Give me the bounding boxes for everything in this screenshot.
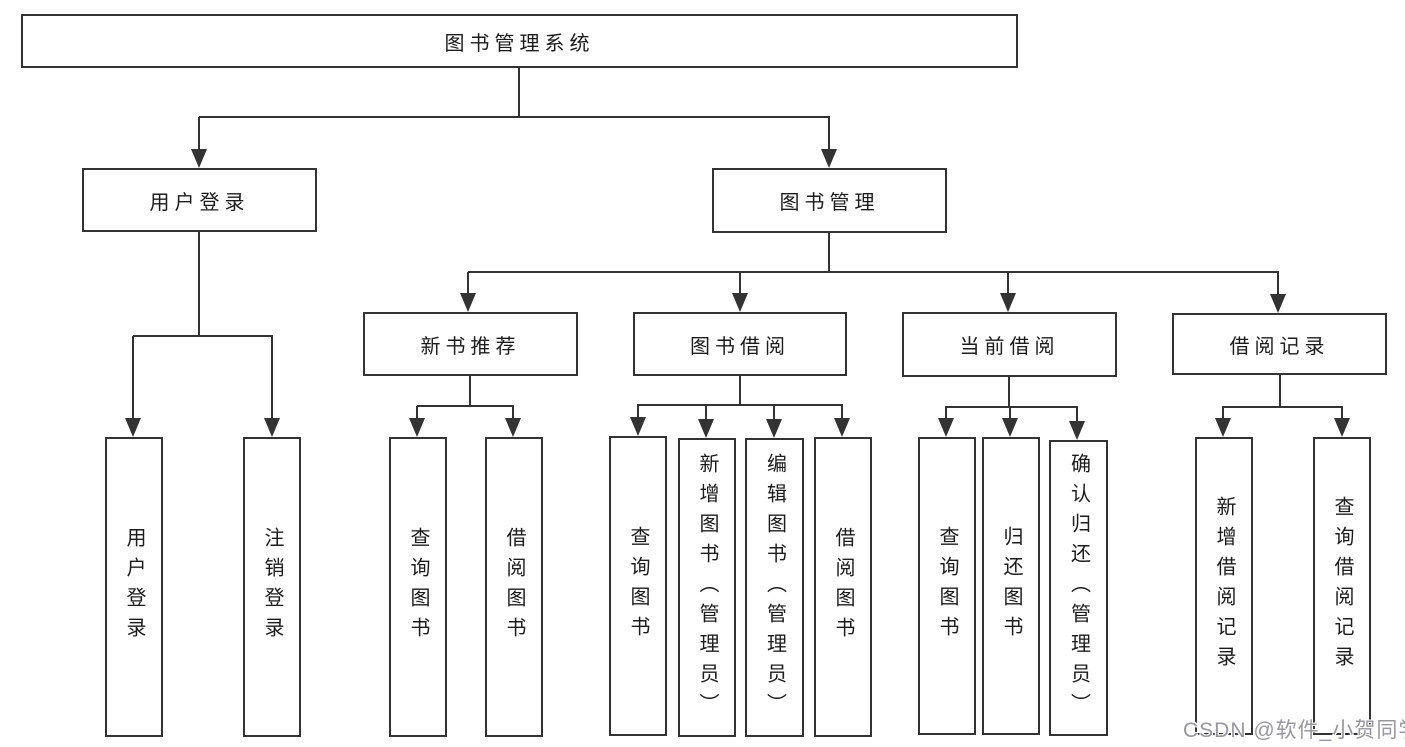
leaf-borrow-query-book: 查询图书	[609, 436, 667, 736]
arrow-shaft	[828, 117, 830, 152]
arrow-head-down-icon	[264, 418, 280, 437]
leaf-cur-query-book: 查询图书	[918, 437, 976, 735]
arrow-head-down-icon	[505, 418, 521, 437]
connector-line	[133, 335, 273, 337]
arrow-head-down-icon	[1334, 418, 1350, 437]
arrow-head-down-icon	[732, 293, 748, 312]
node-user-login: 用户登录	[82, 168, 317, 232]
arrow-head-down-icon	[1002, 418, 1018, 437]
arrow-head-down-icon	[630, 417, 646, 436]
arrow-shaft	[467, 272, 469, 296]
connector-line	[739, 376, 741, 406]
connector-line	[637, 404, 843, 406]
leaf-cur-return-book: 归还图书	[982, 437, 1040, 735]
arrow-head-down-icon	[409, 418, 425, 437]
connector-line	[417, 405, 514, 407]
leaf-record-query: 查询借阅记录	[1313, 437, 1371, 735]
leaf-record-add: 新增借阅记录	[1195, 437, 1253, 735]
arrow-head-down-icon	[938, 418, 954, 437]
connector-line	[1279, 375, 1281, 408]
leaf-borrow-borrow-book: 借阅图书	[814, 437, 872, 737]
arrow-head-down-icon	[1270, 294, 1286, 313]
leaf-borrow-edit-book: 编辑图书（管理员）	[745, 438, 804, 737]
connector-line	[945, 406, 1078, 408]
connector-line	[469, 376, 471, 407]
arrow-shaft	[841, 405, 843, 421]
node-book-mgmt: 图书管理	[712, 168, 947, 233]
connector-line	[1008, 377, 1010, 408]
arrow-shaft	[1341, 407, 1343, 421]
arrow-head-down-icon	[191, 149, 207, 168]
arrow-head-down-icon	[125, 418, 141, 437]
leaf-borrow-add-book: 新增图书（管理员）	[678, 438, 736, 737]
connector-line	[199, 116, 830, 118]
arrow-shaft	[1009, 407, 1011, 421]
arrow-head-down-icon	[698, 419, 714, 438]
arrow-shaft	[1222, 407, 1224, 421]
node-borrow-record: 借阅记录	[1172, 313, 1387, 375]
arrow-head-down-icon	[834, 418, 850, 437]
connector-line	[518, 68, 520, 118]
arrow-shaft	[1076, 407, 1078, 424]
arrow-shaft	[1007, 272, 1009, 296]
arrow-shaft	[773, 405, 775, 422]
arrow-shaft	[739, 272, 741, 296]
arrow-shaft	[637, 405, 639, 420]
arrow-head-down-icon	[821, 149, 837, 168]
arrow-shaft	[705, 405, 707, 422]
connector-line	[198, 232, 200, 337]
leaf-logout: 注销登录	[243, 437, 301, 737]
arrow-shaft	[1277, 272, 1279, 297]
arrow-shaft	[198, 117, 200, 152]
leaf-user-login: 用户登录	[105, 437, 163, 737]
connector-line	[828, 233, 830, 273]
connector-line	[468, 271, 1279, 273]
node-root: 图书管理系统	[21, 14, 1018, 68]
arrow-head-down-icon	[1215, 418, 1231, 437]
arrow-shaft	[416, 406, 418, 421]
arrow-head-down-icon	[460, 293, 476, 312]
arrow-head-down-icon	[1069, 421, 1085, 440]
arrow-head-down-icon	[1000, 293, 1016, 312]
leaf-rec-borrow-book: 借阅图书	[485, 437, 543, 737]
csdn-watermark: CSDN @软件_小贺同学	[1183, 719, 1405, 742]
arrow-shaft	[271, 336, 273, 421]
node-new-book-rec: 新书推荐	[363, 312, 578, 376]
node-book-borrow: 图书借阅	[633, 312, 847, 376]
arrow-shaft	[132, 336, 134, 421]
arrow-shaft	[945, 407, 947, 421]
arrow-shaft	[512, 406, 514, 421]
leaf-cur-confirm-return: 确认归还（管理员）	[1049, 440, 1108, 736]
connector-line	[1222, 406, 1343, 408]
node-current-borrow: 当前借阅	[902, 312, 1117, 377]
leaf-rec-query-book: 查询图书	[389, 437, 447, 737]
arrow-head-down-icon	[766, 419, 782, 438]
